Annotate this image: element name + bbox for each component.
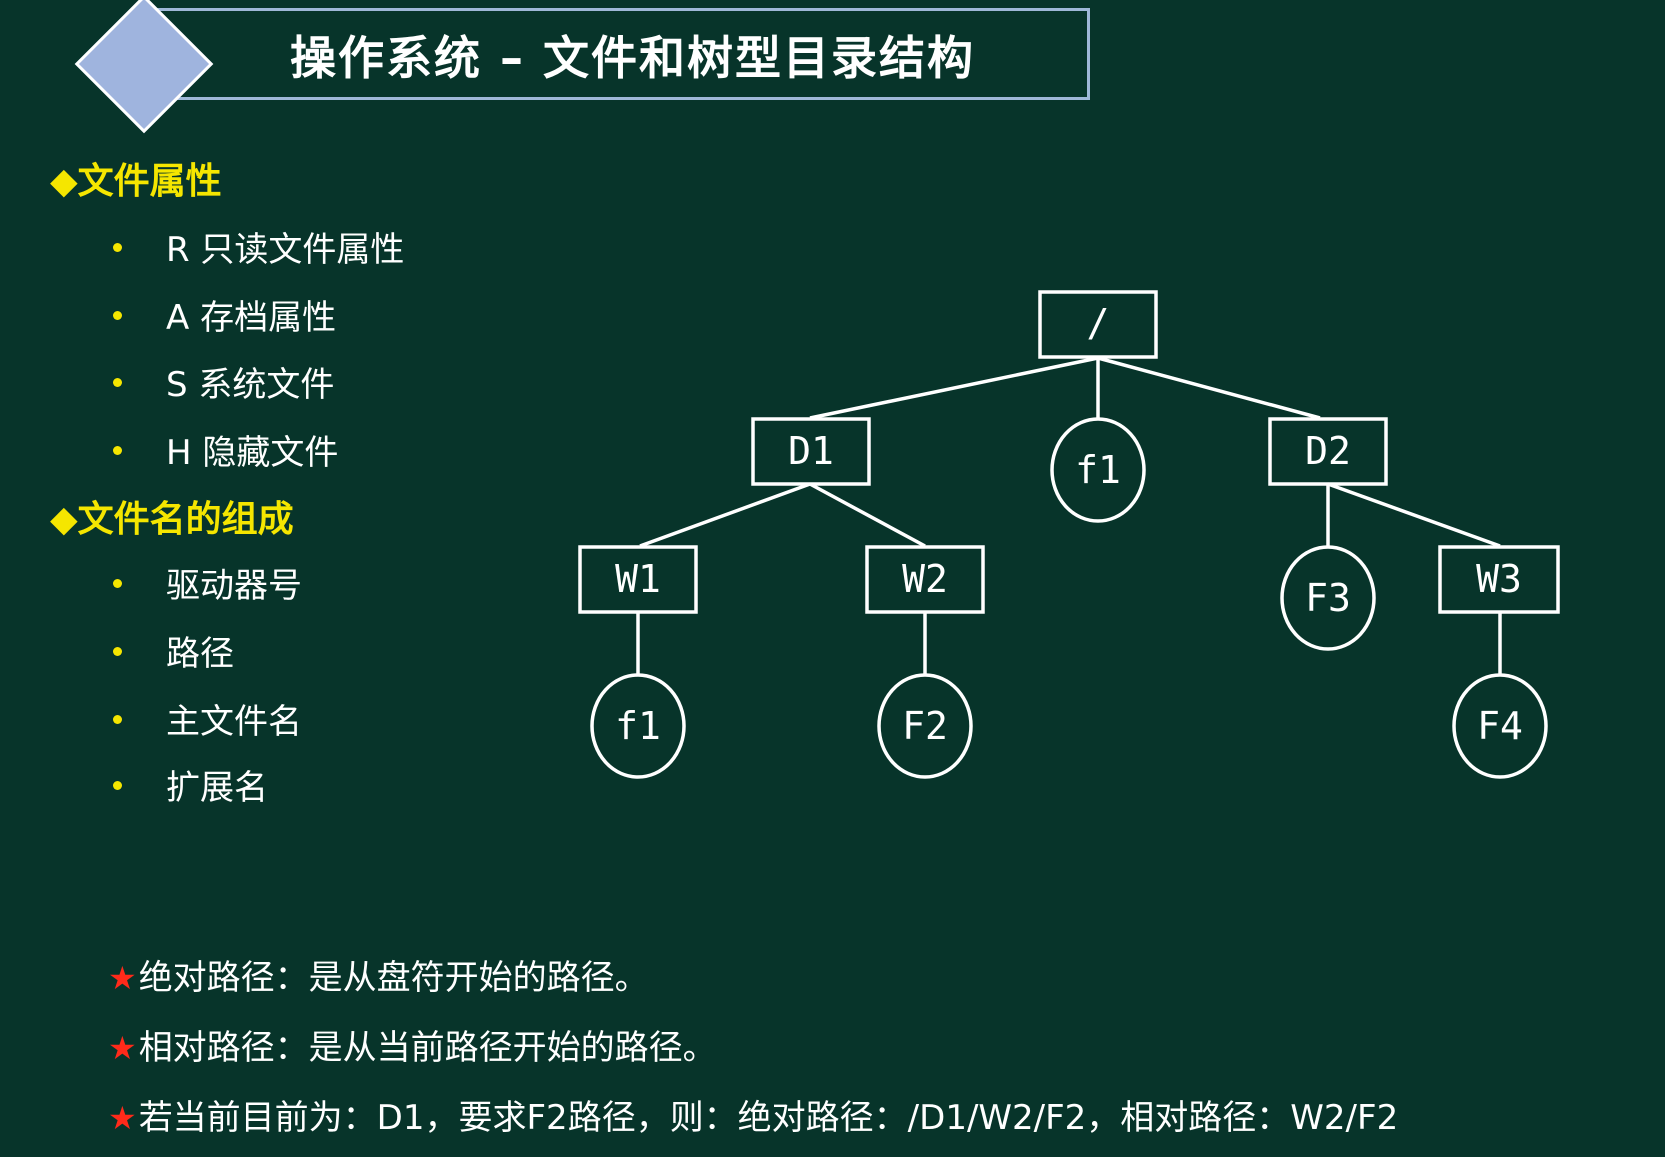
bullet-dot-icon [113,311,122,320]
star-icon: ★ [108,1029,137,1067]
tree-edge [809,356,1099,420]
list-item: 扩展名 [113,760,268,809]
bullet-dot-icon [113,243,122,252]
list-item: 路径 [113,626,234,675]
section-heading-file-attributes: ◆文件属性 [50,161,222,202]
bullet-dot-icon [113,715,122,724]
tree-node-d2-box [1268,417,1388,486]
tree-node-w3-box [1438,545,1560,614]
list-item: R 只读文件属性 [113,222,404,271]
tree-edge [1327,482,1501,548]
note-example: ★若当前目前为：D1，要求F2路径，则：绝对路径：/D1/W2/F2，相对路径：… [108,1090,1398,1139]
list-item-label: S 系统文件 [166,365,335,405]
bullet-dot-icon [113,647,122,656]
list-item-label: A 存档属性 [166,298,337,338]
tree-node-d1-box [751,417,871,486]
tree-node-f1-top-circle [1050,417,1146,523]
list-item: 主文件名 [113,694,302,743]
tree-node-d1-label: D1 [788,429,834,473]
page-title: 操作系统 – 文件和树型目录结构 [290,31,976,85]
tree-node-root-label: / [1087,301,1110,345]
tree-node-f3-circle [1280,545,1376,651]
list-item-label: 路径 [166,634,234,674]
list-item-label: 扩展名 [166,768,268,808]
tree-node-w2-box [865,545,985,614]
tree-node-f2-label: F2 [902,704,948,748]
tree-node-f1-leaf-circle [590,673,686,779]
tree-node-f4-label: F4 [1477,704,1523,748]
star-icon: ★ [108,1099,137,1137]
list-item: H 隐藏文件 [113,425,338,474]
note-text: 绝对路径：是从盘符开始的路径。 [138,958,649,998]
tree-edge [809,482,926,548]
bullet-dot-icon [113,579,122,588]
tree-node-f1-leaf-label: f1 [615,704,661,748]
list-item-label: R 只读文件属性 [166,230,405,270]
tree-node-f4-circle [1452,673,1548,779]
tree-node-w3-label: W3 [1476,557,1522,601]
tree-edge [639,482,811,548]
section-heading-filename-parts: ◆文件名的组成 [50,499,294,540]
note-relative-path: ★相对路径：是从当前路径开始的路径。 [108,1020,717,1069]
list-item-label: H 隐藏文件 [166,433,339,473]
list-item: 驱动器号 [113,558,302,607]
list-item-label: 驱动器号 [166,566,302,606]
list-item: S 系统文件 [113,357,334,406]
tree-node-d2-label: D2 [1305,429,1351,473]
star-icon: ★ [108,959,137,997]
note-absolute-path: ★绝对路径：是从盘符开始的路径。 [108,950,649,999]
tree-edge [1097,356,1321,420]
tree-node-f2-circle [877,673,973,779]
tree-node-w2-label: W2 [902,557,948,601]
list-item: A 存档属性 [113,290,336,339]
tree-node-w1-box [578,545,698,614]
bullet-dot-icon [113,446,122,455]
list-item-label: 主文件名 [166,702,302,742]
note-text: 若当前目前为：D1，要求F2路径，则：绝对路径：/D1/W2/F2，相对路径：W… [138,1098,1399,1138]
bullet-dot-icon [113,781,122,790]
bullet-dot-icon [113,378,122,387]
tree-node-f1-top-label: f1 [1075,448,1121,492]
note-text: 相对路径：是从当前路径开始的路径。 [138,1028,717,1068]
tree-node-w1-label: W1 [615,557,661,601]
tree-node-root-box [1038,290,1158,359]
tree-node-f3-label: F3 [1305,576,1351,620]
